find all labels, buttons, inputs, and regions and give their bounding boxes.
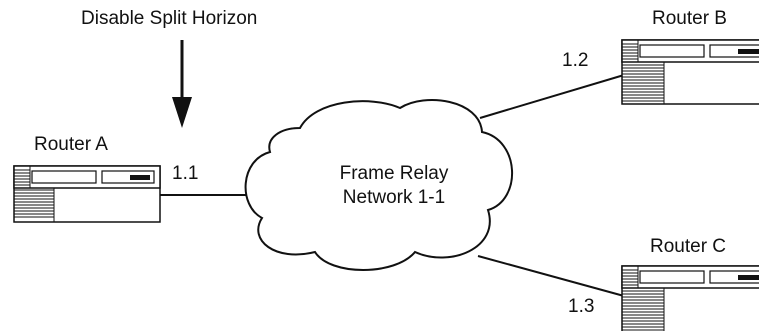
cloud-label-line2: Network 1-1 bbox=[343, 187, 445, 208]
router-c-label: Router C bbox=[650, 236, 726, 257]
cloud-label-line1: Frame Relay bbox=[340, 163, 449, 184]
frame-relay-cloud bbox=[244, 99, 513, 271]
router-a-address: 1.1 bbox=[172, 163, 198, 184]
router-b-label: Router B bbox=[652, 8, 727, 29]
down-arrow-icon bbox=[172, 40, 192, 128]
router-b-address: 1.2 bbox=[562, 50, 588, 71]
link-cloud-b bbox=[479, 74, 625, 119]
router-a-icon bbox=[13, 165, 161, 223]
link-cloud-c bbox=[477, 255, 625, 297]
router-c-icon bbox=[621, 265, 759, 336]
annotation-label: Disable Split Horizon bbox=[81, 8, 257, 29]
router-b-icon bbox=[621, 39, 759, 105]
router-a-label: Router A bbox=[34, 134, 108, 155]
router-c-address: 1.3 bbox=[568, 296, 594, 317]
